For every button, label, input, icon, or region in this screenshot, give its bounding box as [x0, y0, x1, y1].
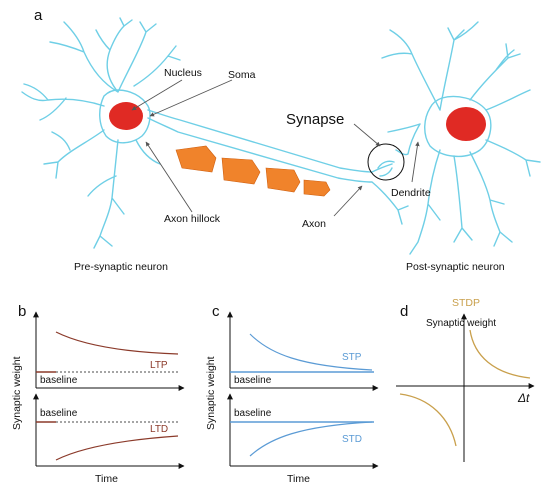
- label-pointers: [131, 79, 420, 217]
- panel-b-xlabel: Time: [95, 473, 118, 485]
- myelin-segment-2: [221, 157, 261, 185]
- panel-c-ylabel: Synaptic weight: [205, 356, 217, 430]
- panel-b-ltd-curve: [55, 435, 179, 461]
- panel-c-stp-curve: [249, 333, 373, 371]
- panel-d-negative-branch: [399, 393, 457, 447]
- synapse-terminal: [377, 160, 395, 177]
- myelin-segment-3: [265, 167, 301, 193]
- dendrite-label: Dendrite: [391, 187, 431, 199]
- soma-pointer: [149, 79, 233, 117]
- post-neuron-outline: [381, 21, 541, 255]
- panel-c-std-curve: [249, 421, 373, 457]
- panel-c-bottom-baseline-label: baseline: [234, 408, 272, 419]
- panel-c-xlabel: Time: [287, 473, 310, 485]
- panel-c-letter: c: [212, 303, 220, 320]
- panel-d-title: STDP: [452, 297, 480, 309]
- synapse-label: Synapse: [286, 111, 344, 128]
- panel-c-stp-label: STP: [342, 352, 362, 363]
- panel-d-ylabel: Synaptic weight: [426, 318, 496, 329]
- axon-label: Axon: [302, 218, 326, 230]
- post-nucleus: [446, 107, 486, 141]
- panel-d-xlabel: Δt: [517, 391, 530, 405]
- post-soma: [424, 95, 492, 157]
- panel-c-std-label: STD: [342, 434, 362, 445]
- panel-c-top-baseline-label: baseline: [234, 375, 272, 386]
- panel-d-positive-branch: [469, 329, 531, 379]
- nucleus-label: Nucleus: [164, 67, 202, 79]
- axon-pointer: [333, 185, 363, 217]
- panel-b-ylabel: Synaptic weight: [11, 356, 23, 430]
- myelin-segment-4: [303, 179, 331, 197]
- nucleus-pointer: [131, 79, 183, 111]
- myelin-sheaths: [175, 145, 331, 197]
- panel-b-top-baseline-label: baseline: [40, 375, 78, 386]
- pre-soma: [99, 89, 151, 144]
- panel-b-bottom-baseline-label: baseline: [40, 408, 78, 419]
- post-synaptic-label: Post-synaptic neuron: [406, 261, 505, 273]
- synapse-pointer: [353, 123, 381, 147]
- panel-b-ltp-label: LTP: [150, 360, 168, 371]
- axon-hillock-pointer: [145, 141, 193, 213]
- dendrite-pointer: [411, 141, 420, 183]
- myelin-segment-1: [175, 145, 217, 173]
- soma-label: Soma: [228, 69, 256, 81]
- panel-d-letter: d: [400, 303, 408, 320]
- panel-a-letter: a: [34, 7, 43, 24]
- axon-hillock-label: Axon hillock: [164, 213, 221, 225]
- panel-b-ltd-label: LTD: [150, 424, 168, 435]
- panel-b-letter: b: [18, 303, 26, 320]
- pre-synaptic-label: Pre-synaptic neuron: [74, 261, 168, 273]
- pre-neuron-outline: [21, 17, 409, 249]
- panel-b-ltp-curve: [55, 331, 179, 355]
- synapse-circle: [367, 143, 405, 181]
- post-synaptic-neuron: [381, 21, 541, 255]
